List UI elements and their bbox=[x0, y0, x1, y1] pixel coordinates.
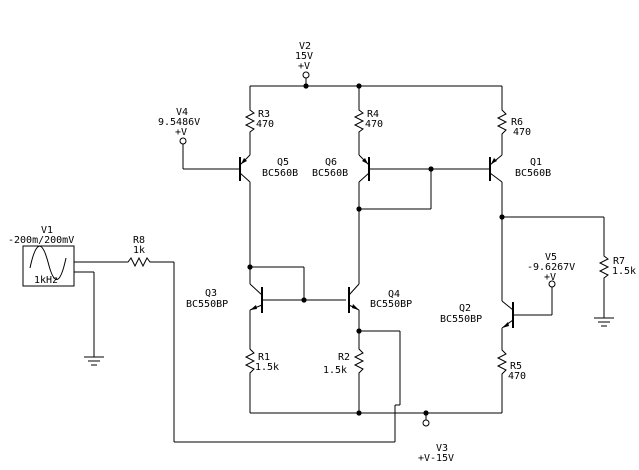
r4-value: 470 bbox=[365, 119, 383, 130]
r4-name: R4 bbox=[367, 109, 379, 120]
junction-dot bbox=[356, 206, 362, 212]
q6-name: Q6 bbox=[325, 157, 337, 168]
r2-value: 1.5k bbox=[323, 365, 347, 376]
transistor-q4 bbox=[348, 283, 360, 313]
r5-value: 470 bbox=[508, 371, 526, 382]
q1-name: Q1 bbox=[530, 157, 542, 168]
q5-model: BC560B bbox=[262, 168, 298, 179]
v1-name: V1 bbox=[41, 225, 53, 236]
ac-source-v1 bbox=[22, 245, 75, 287]
v5-value: -9.6267V bbox=[527, 262, 575, 273]
wires bbox=[74, 78, 605, 443]
ground-symbol bbox=[594, 317, 614, 327]
q2-model: BC550BP bbox=[440, 314, 482, 325]
q1-model: BC560B bbox=[515, 168, 551, 179]
junction-dot bbox=[356, 83, 362, 89]
q6-model: BC560B bbox=[312, 168, 348, 179]
v4-terminal: +V bbox=[175, 127, 187, 138]
q2-name: Q2 bbox=[459, 303, 471, 314]
v3-value: -15V bbox=[430, 453, 454, 464]
junction-dot bbox=[423, 410, 429, 416]
transistor-q2 bbox=[501, 300, 514, 329]
v1-freq: 1kHz bbox=[34, 275, 58, 286]
transistor-q1 bbox=[489, 154, 503, 183]
junction-dot bbox=[499, 214, 505, 220]
junction-dot bbox=[301, 297, 307, 303]
q3-model: BC550BP bbox=[186, 299, 228, 310]
transistor-q3 bbox=[249, 283, 263, 313]
r1-name: R1 bbox=[258, 352, 270, 363]
resistor-r5 bbox=[496, 345, 508, 385]
r7-name: R7 bbox=[613, 256, 625, 267]
junction-dot bbox=[356, 328, 362, 334]
v2-terminal: +V bbox=[298, 61, 310, 72]
junction-dot bbox=[428, 166, 434, 172]
transistor-q6 bbox=[358, 154, 370, 183]
v4-name: V4 bbox=[176, 107, 188, 118]
junction-dot bbox=[247, 264, 253, 270]
ground-symbol bbox=[84, 356, 104, 366]
v2-name: V2 bbox=[299, 41, 311, 52]
q4-model: BC550BP bbox=[370, 299, 412, 310]
terminal-v5 bbox=[548, 280, 556, 288]
resistor-r4 bbox=[353, 106, 365, 136]
terminal-v4 bbox=[179, 137, 187, 145]
v5-name: V5 bbox=[545, 252, 557, 263]
resistor-r8 bbox=[124, 256, 152, 268]
r7-value: 1.5k bbox=[612, 266, 636, 277]
resistor-r2 bbox=[353, 345, 365, 380]
v3-name: V3 bbox=[436, 443, 448, 454]
r8-name: R8 bbox=[133, 235, 145, 246]
r3-name: R3 bbox=[258, 109, 270, 120]
resistor-r3 bbox=[244, 106, 256, 136]
q3-name: Q3 bbox=[205, 288, 217, 299]
v3-terminal: +V bbox=[418, 453, 430, 464]
v5-terminal: +V bbox=[544, 272, 556, 283]
junction-dot bbox=[356, 410, 362, 416]
junctions bbox=[247, 83, 505, 416]
r5-name: R5 bbox=[510, 361, 522, 372]
terminal-v3 bbox=[422, 419, 430, 427]
v2-value: 15V bbox=[295, 51, 313, 62]
r8-value: 1k bbox=[133, 245, 145, 256]
r1-value: 1.5k bbox=[255, 362, 279, 373]
junction-dot bbox=[303, 83, 309, 89]
terminal-v2 bbox=[302, 71, 310, 79]
resistor-r6 bbox=[496, 106, 508, 140]
r3-value: 470 bbox=[256, 119, 274, 130]
v1-value: -200m/200mV bbox=[8, 235, 74, 246]
r6-name: R6 bbox=[511, 117, 523, 128]
r2-name: R2 bbox=[338, 352, 350, 363]
q4-name: Q4 bbox=[388, 289, 400, 300]
resistor-r7 bbox=[598, 252, 610, 282]
v4-value: 9.5486V bbox=[158, 117, 200, 128]
q5-name: Q5 bbox=[277, 157, 289, 168]
transistor-q5 bbox=[239, 154, 251, 183]
r6-value: 470 bbox=[513, 127, 531, 138]
resistor-r1 bbox=[244, 345, 256, 380]
